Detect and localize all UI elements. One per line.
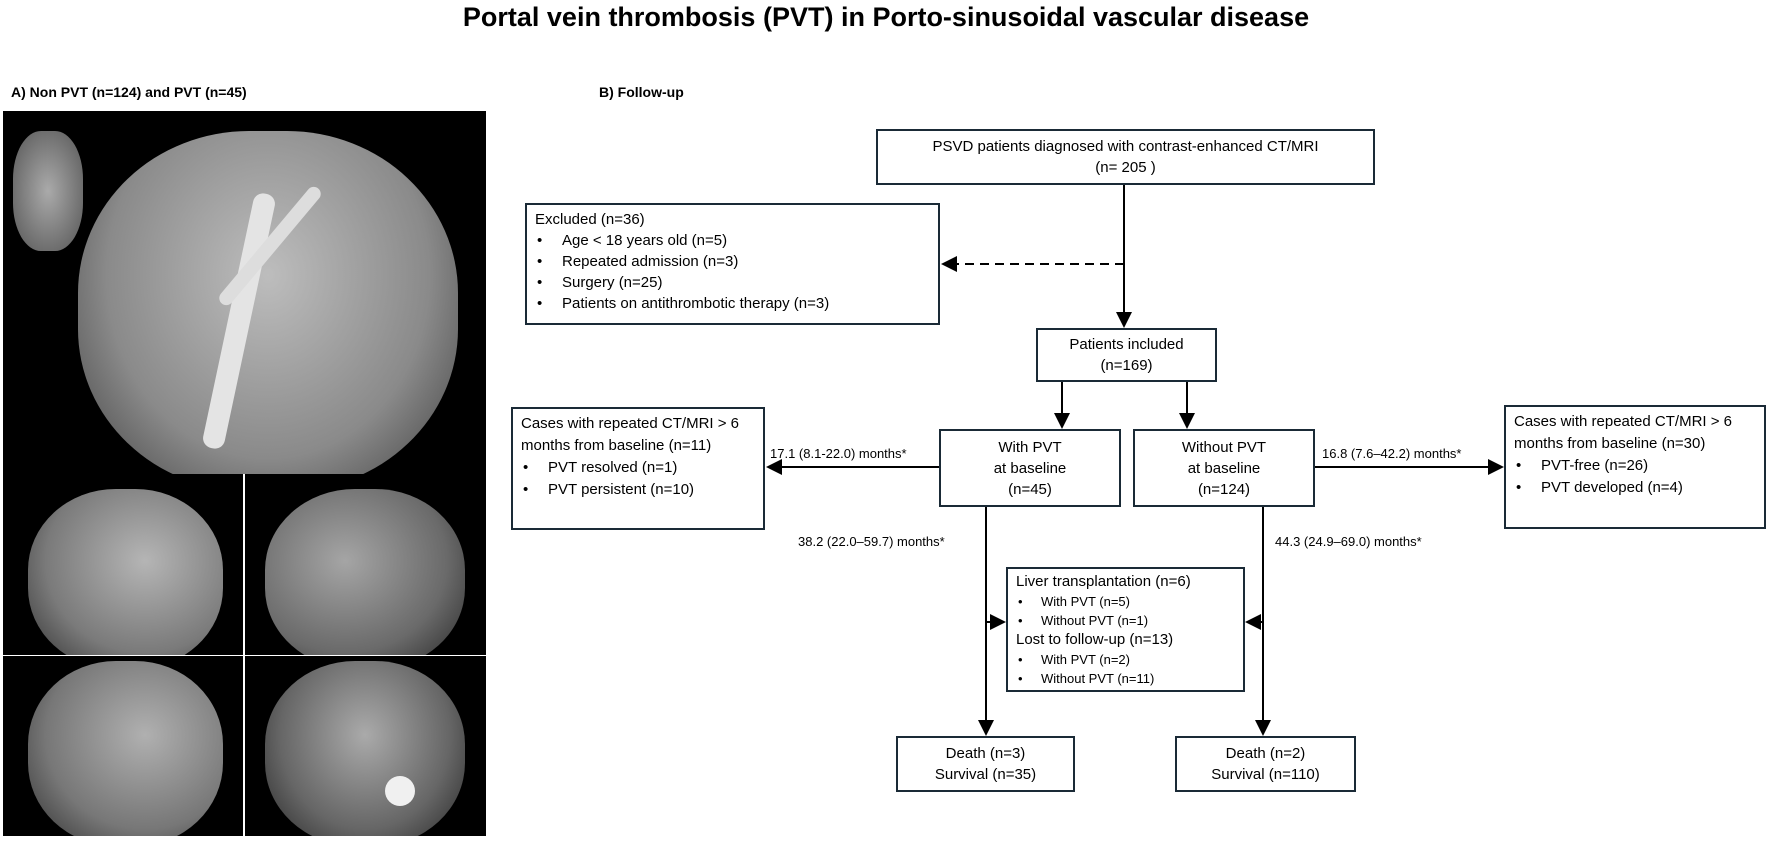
interval-left-label: 17.1 (8.1-22.0) months* <box>770 446 907 461</box>
outcome-right-box: Death (n=2) Survival (n=110) <box>1175 736 1356 792</box>
repeat-left-item: PVT resolved (n=1) <box>521 457 755 479</box>
repeat-right-box: Cases with repeated CT/MRI > 6 months fr… <box>1504 405 1766 529</box>
diagnosed-count: (n= 205 ) <box>1095 159 1156 176</box>
lost-item: Without PVT (n=11) <box>1016 669 1235 688</box>
without-pvt-box: Without PVT at baseline (n=124) <box>1133 429 1315 507</box>
panel-b-label: B) Follow-up <box>599 84 684 100</box>
repeat-right-item: PVT developed (n=4) <box>1514 477 1756 499</box>
lost-title: Lost to follow-up (n=13) <box>1016 631 1174 648</box>
followup-left-label: 38.2 (22.0–59.7) months* <box>798 534 945 549</box>
excluded-item: Surgery (n=25) <box>535 272 930 293</box>
repeat-left-item: PVT persistent (n=10) <box>521 479 755 501</box>
excluded-item: Age < 18 years old (n=5) <box>535 230 930 251</box>
death-count: Death (n=3) <box>945 745 1026 762</box>
survival-count: Survival (n=35) <box>934 766 1037 783</box>
ct-image-4 <box>3 656 243 836</box>
excluded-title: Excluded (n=36) <box>535 211 645 228</box>
ct-image-5 <box>245 656 486 836</box>
survival-count: Survival (n=110) <box>1211 766 1320 783</box>
included-text: Patients included <box>1069 336 1184 353</box>
censored-box: Liver transplantation (n=6) With PVT (n=… <box>1006 567 1245 692</box>
panel-a-label: A) Non PVT (n=124) and PVT (n=45) <box>11 84 247 100</box>
figure-title: Portal vein thrombosis (PVT) in Porto-si… <box>462 2 1310 32</box>
outcome-left-box: Death (n=3) Survival (n=35) <box>896 736 1075 792</box>
excluded-box: Excluded (n=36) Age < 18 years old (n=5)… <box>525 203 940 325</box>
included-count: (n=169) <box>1100 357 1153 374</box>
transplant-item: With PVT (n=5) <box>1016 592 1235 611</box>
with-pvt-box: With PVT at baseline (n=45) <box>939 429 1121 507</box>
repeat-right-title: Cases with repeated CT/MRI > 6 months fr… <box>1514 413 1733 452</box>
excluded-item: Patients on antithrombotic therapy (n=3) <box>535 293 930 314</box>
diagnosed-text: PSVD patients diagnosed with contrast-en… <box>932 138 1319 155</box>
followup-right-label: 44.3 (24.9–69.0) months* <box>1275 534 1422 549</box>
lost-item: With PVT (n=2) <box>1016 650 1235 669</box>
repeat-right-item: PVT-free (n=26) <box>1514 455 1756 477</box>
death-count: Death (n=2) <box>1225 745 1306 762</box>
with-pvt-count: (n=45) <box>1008 480 1052 498</box>
excluded-item: Repeated admission (n=3) <box>535 251 930 272</box>
ct-image-large <box>3 111 486 474</box>
included-box: Patients included (n=169) <box>1036 328 1217 382</box>
transplant-title: Liver transplantation (n=6) <box>1016 573 1191 590</box>
without-pvt-text: at baseline <box>1187 459 1261 477</box>
repeat-left-title: Cases with repeated CT/MRI > 6 months fr… <box>521 415 740 454</box>
with-pvt-text: at baseline <box>993 459 1067 477</box>
without-pvt-count: (n=124) <box>1197 480 1251 498</box>
ct-image-2 <box>3 474 243 655</box>
repeat-left-box: Cases with repeated CT/MRI > 6 months fr… <box>511 407 765 530</box>
interval-right-label: 16.8 (7.6–42.2) months* <box>1322 446 1462 461</box>
without-pvt-text: Without PVT <box>1181 438 1267 456</box>
ct-image-3 <box>245 474 486 655</box>
diagnosed-box: PSVD patients diagnosed with contrast-en… <box>876 129 1375 185</box>
with-pvt-text: With PVT <box>998 438 1062 456</box>
transplant-item: Without PVT (n=1) <box>1016 611 1235 630</box>
